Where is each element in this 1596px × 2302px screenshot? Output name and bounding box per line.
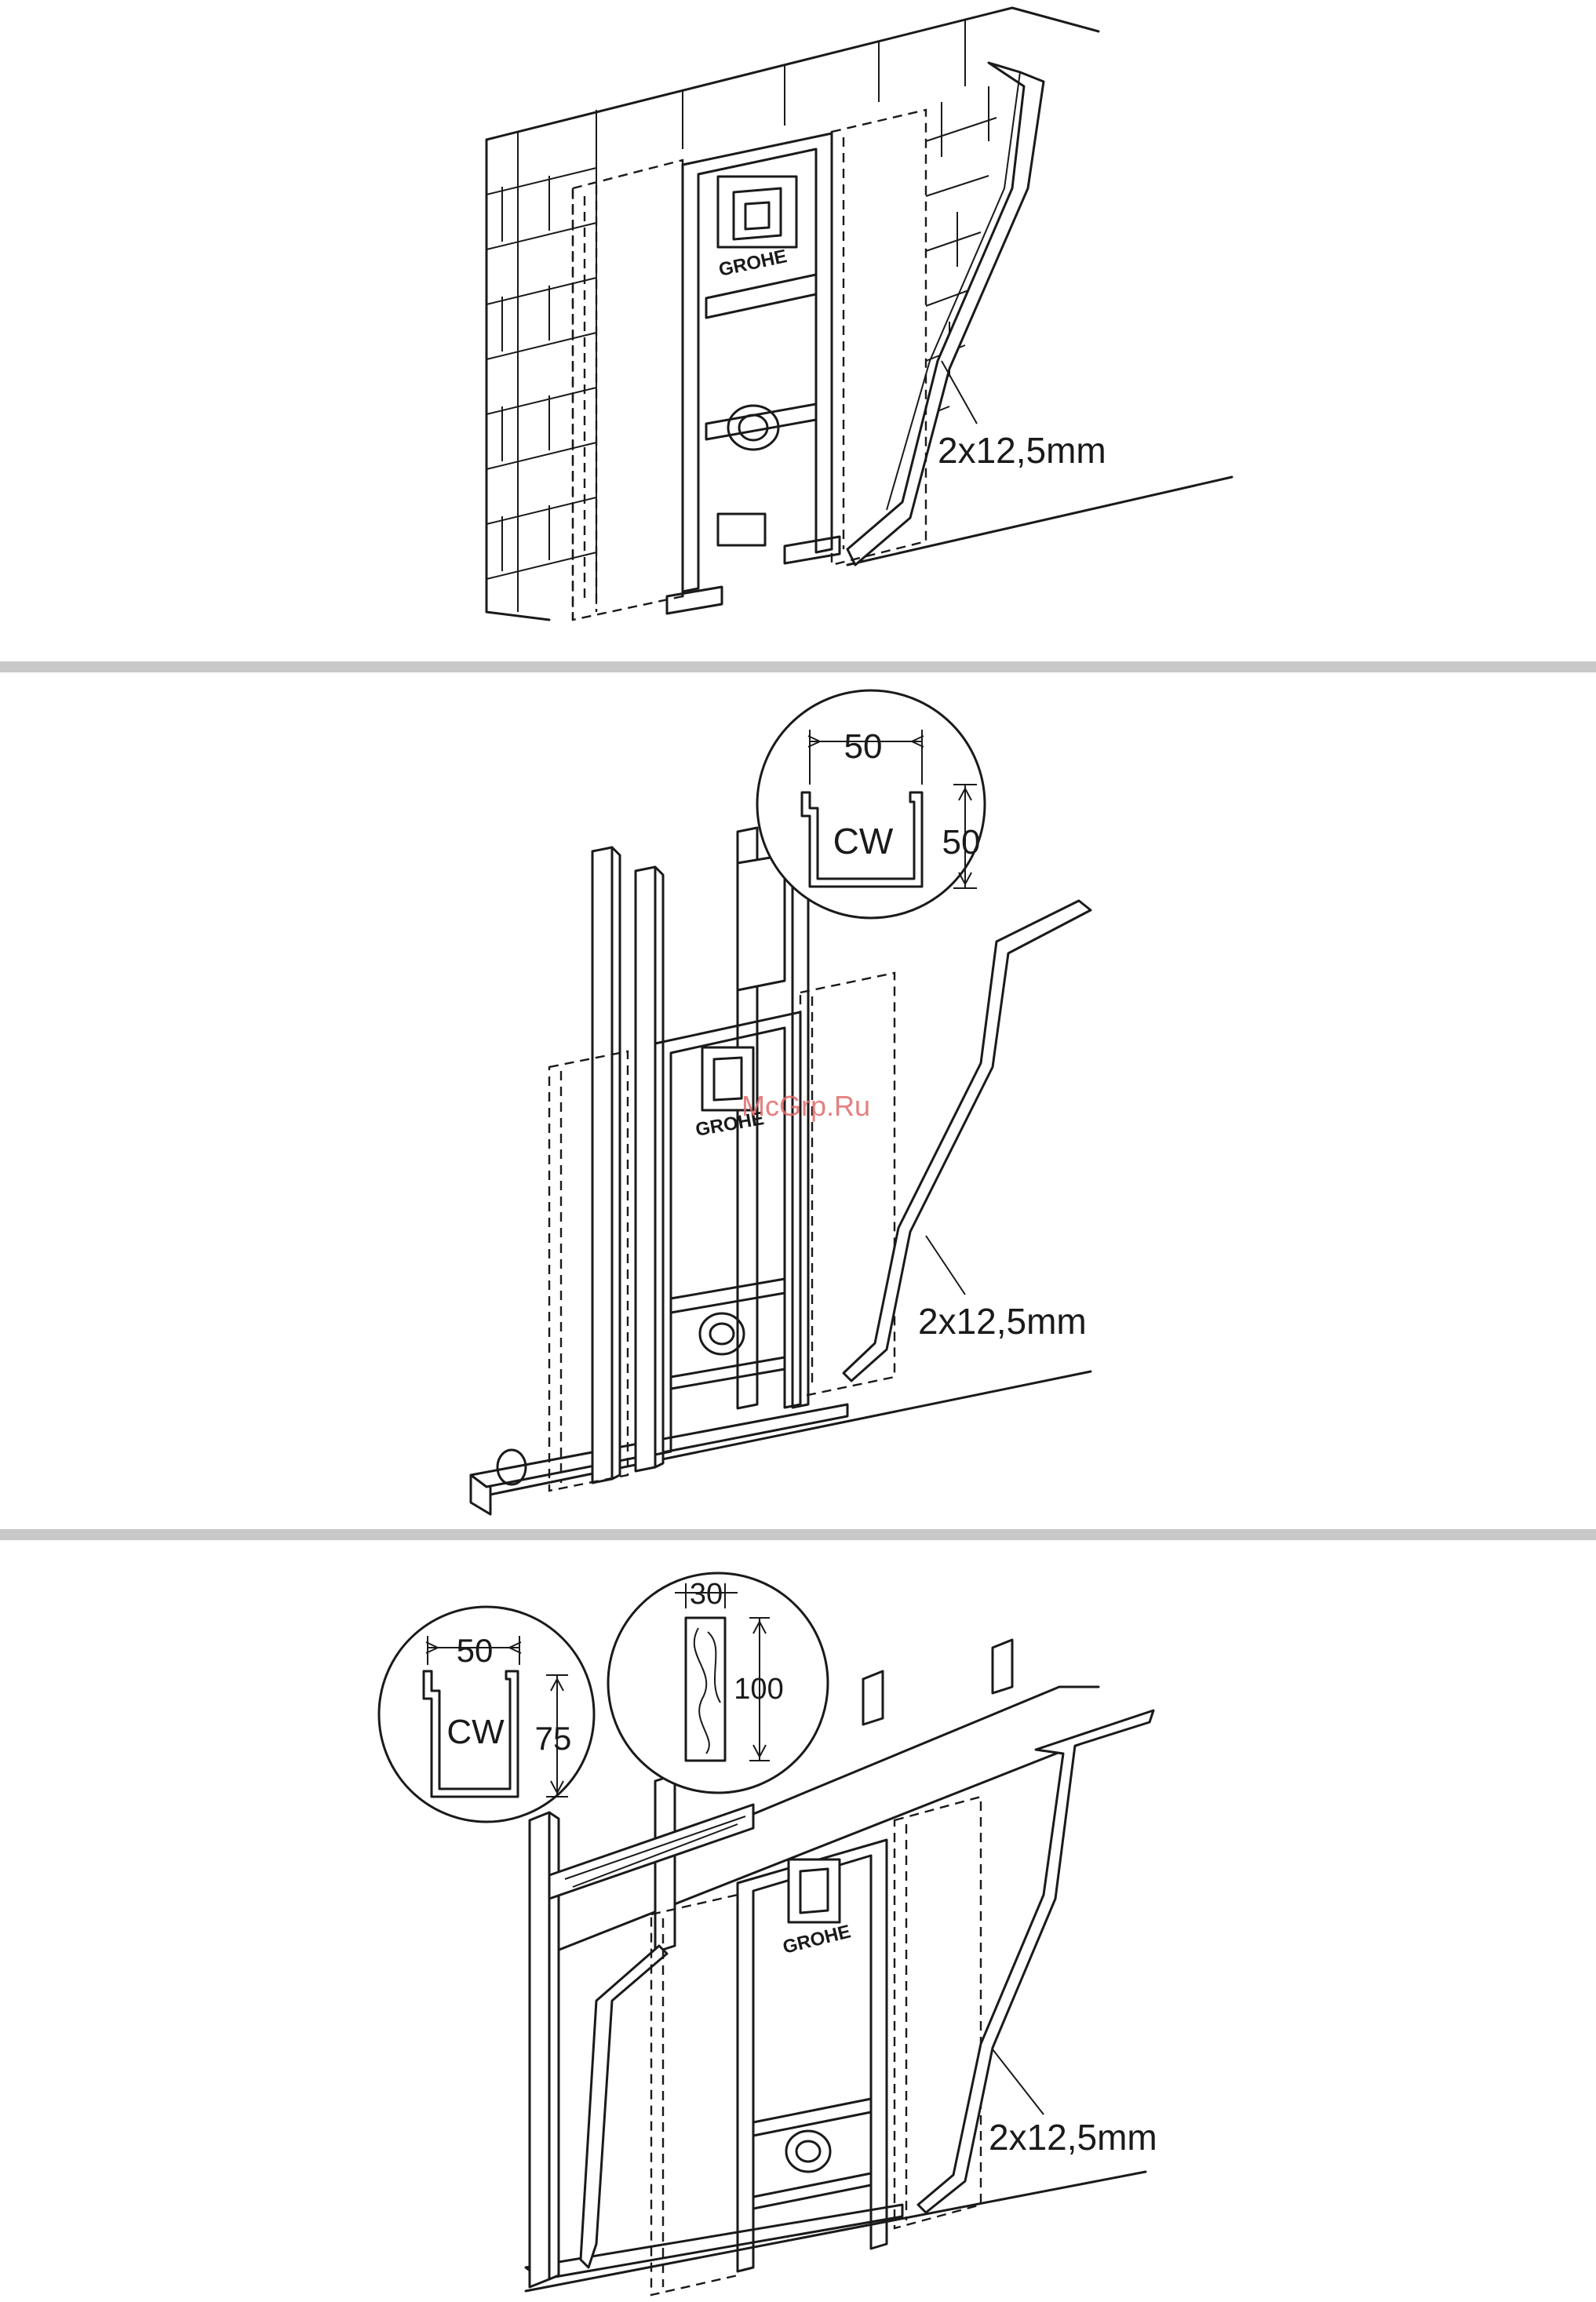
stud-board: [738, 855, 785, 990]
grohe-logo: GROHE: [717, 246, 789, 281]
board-thickness-label: 2x12,5mm: [989, 2117, 1157, 2158]
cw-profile-callout: 50 50 CW: [757, 690, 985, 918]
profile-height-label: 50: [942, 823, 981, 861]
leader-line: [993, 2049, 1044, 2114]
frame-crossbar: [706, 275, 816, 318]
waste-pipe-connector: [786, 2131, 830, 2172]
plasterboard-2x12-5mm: [847, 63, 1044, 565]
wood-width-label: 30: [690, 1578, 723, 1611]
floor-edge: [471, 1371, 1091, 1499]
panel-1-brick-wall-installation: 2x12,5mm: [486, 8, 1232, 620]
installation-frame: [667, 133, 840, 614]
profile-width-label: 50: [457, 1632, 494, 1669]
profile-type-label: CW: [446, 1713, 505, 1751]
profile-width-label: 50: [844, 727, 883, 766]
grohe-logo: GROHE: [781, 1921, 853, 1958]
frame-feet: [667, 537, 840, 614]
watermark: McGrp.Ru: [742, 1090, 870, 1122]
panel-3-stud-wall-with-wood: GROHE 2x12,5mm 50 75 CW 30 1: [379, 1573, 1157, 2295]
drain-socket: [718, 514, 765, 545]
leader-line: [942, 361, 977, 424]
leader-line: [926, 1236, 965, 1295]
wood-height-label: 100: [734, 1673, 783, 1706]
panel-separator: [0, 661, 1596, 672]
board-thickness-label: 2x12,5mm: [918, 1301, 1087, 1342]
installation-frame: GROHE: [738, 1840, 887, 2271]
plasterboard-left: [581, 1946, 667, 2267]
profile-height-label: 75: [535, 1720, 572, 1757]
wood-beam-callout: 30 100: [608, 1573, 828, 1793]
panel-2-stud-wall-installation: GROHE 2x12,5mm McGrp.Ru 50 50 CW: [471, 690, 1091, 1514]
profile-type-label: CW: [833, 821, 894, 861]
board-thickness-label: 2x12,5mm: [938, 430, 1106, 471]
cw-profile-callout: 50 75 CW: [379, 1607, 594, 1822]
floor-edge: [526, 2172, 1146, 2291]
installation-frame: GROHE: [655, 1012, 800, 1455]
panel-separator: [0, 1529, 1596, 1540]
